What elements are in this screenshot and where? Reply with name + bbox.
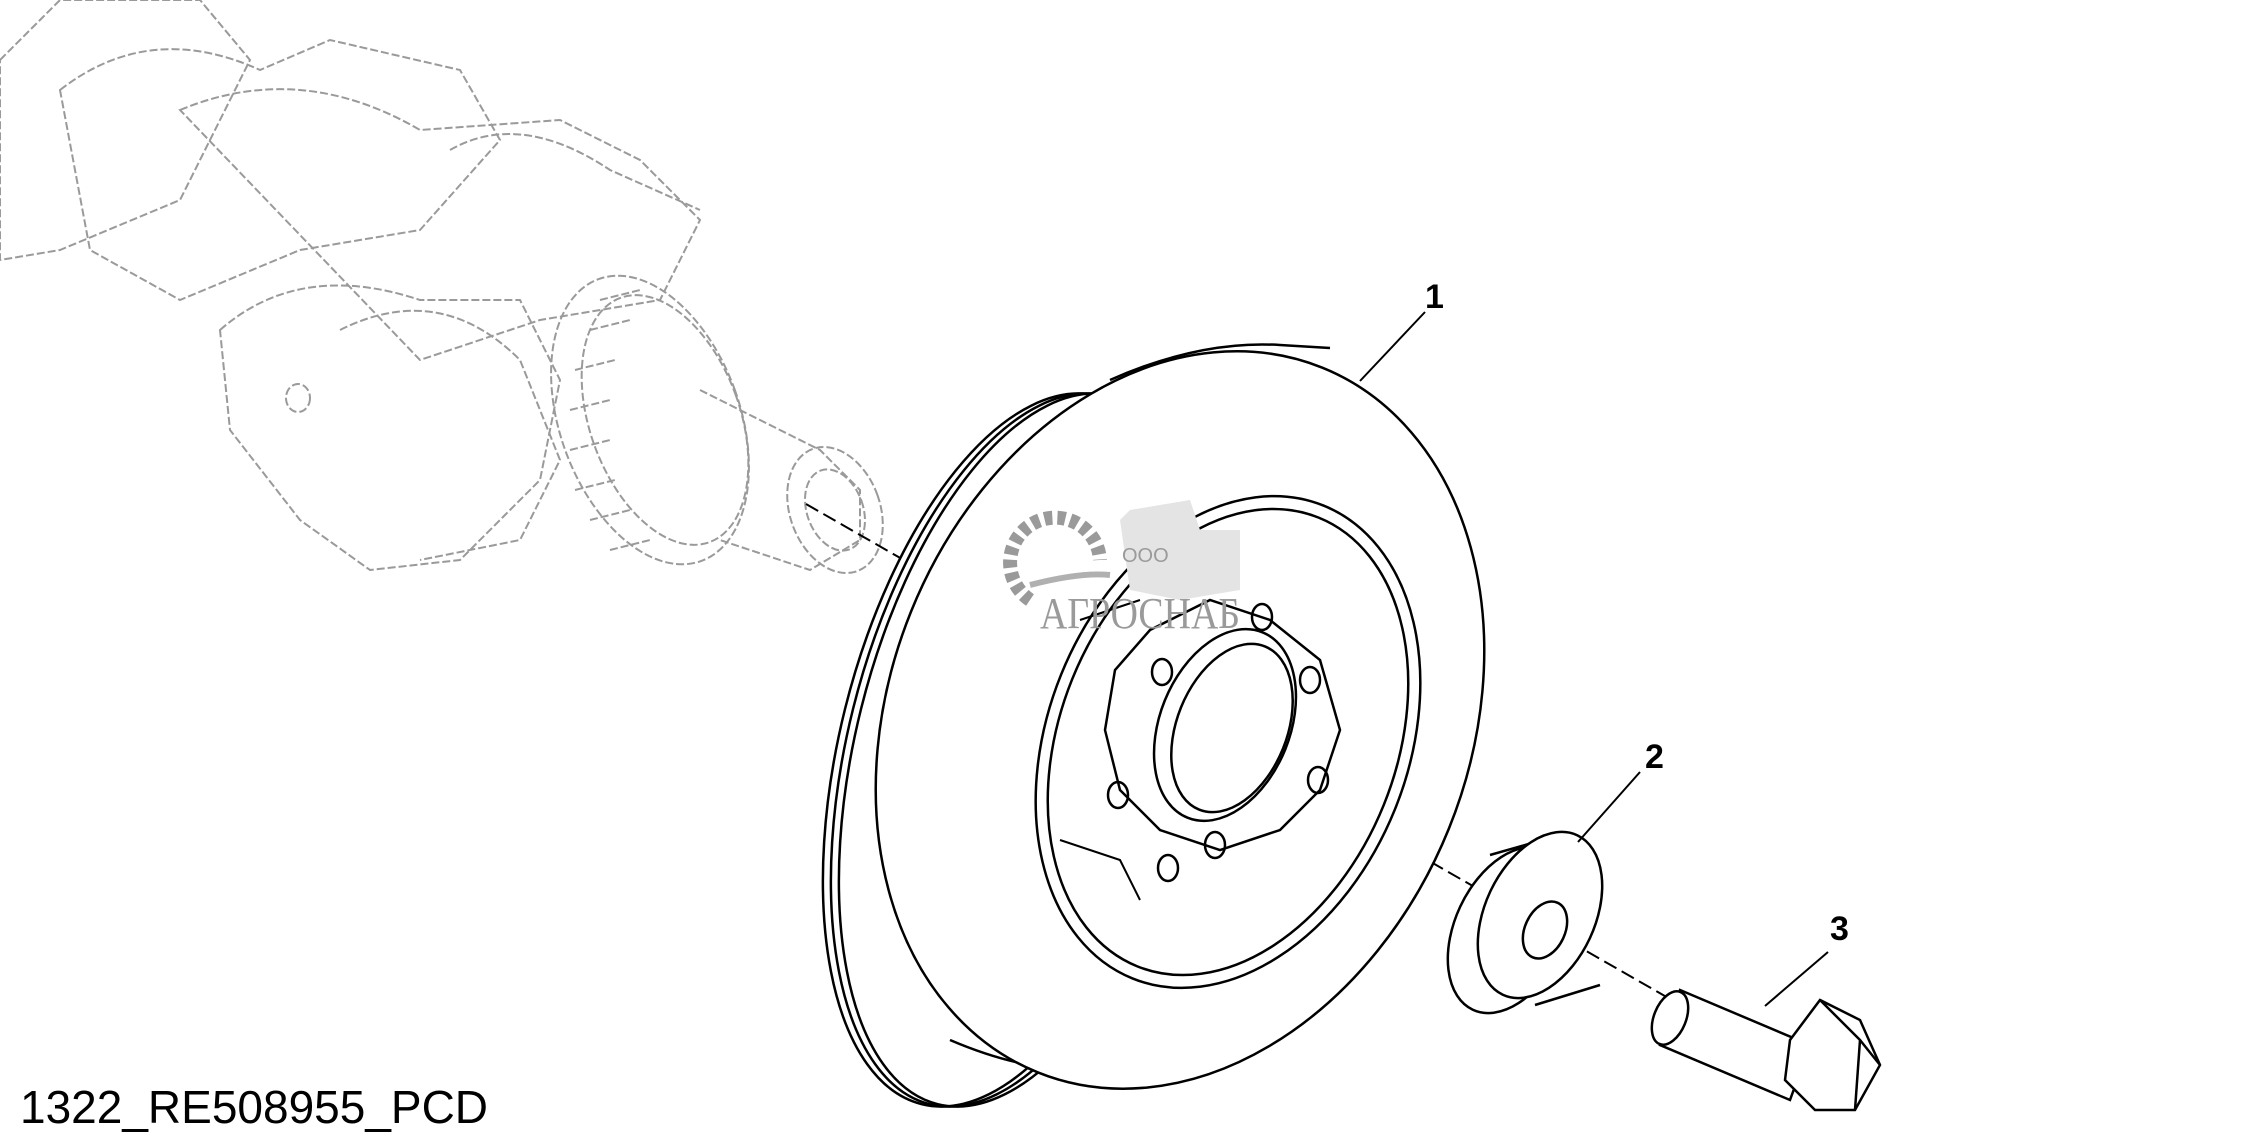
crankshaft-ghost <box>0 0 884 574</box>
watermark-name: АГРОСНАБ <box>1040 589 1240 638</box>
callout-2: 2 <box>1645 738 1664 776</box>
washer <box>1446 830 1604 1015</box>
callout-leaders <box>1359 311 1829 1007</box>
drawing-id-label: 1322_RE508955_PCD <box>20 1081 489 1133</box>
bolt <box>1650 988 1882 1112</box>
callout-1: 1 <box>1425 278 1444 316</box>
pulley-damper <box>821 343 1486 1108</box>
watermark-logo: ООО АГРОСНАБ <box>1003 500 1240 638</box>
watermark-prefix: ООО <box>1122 545 1169 567</box>
callout-3: 3 <box>1830 910 1849 948</box>
